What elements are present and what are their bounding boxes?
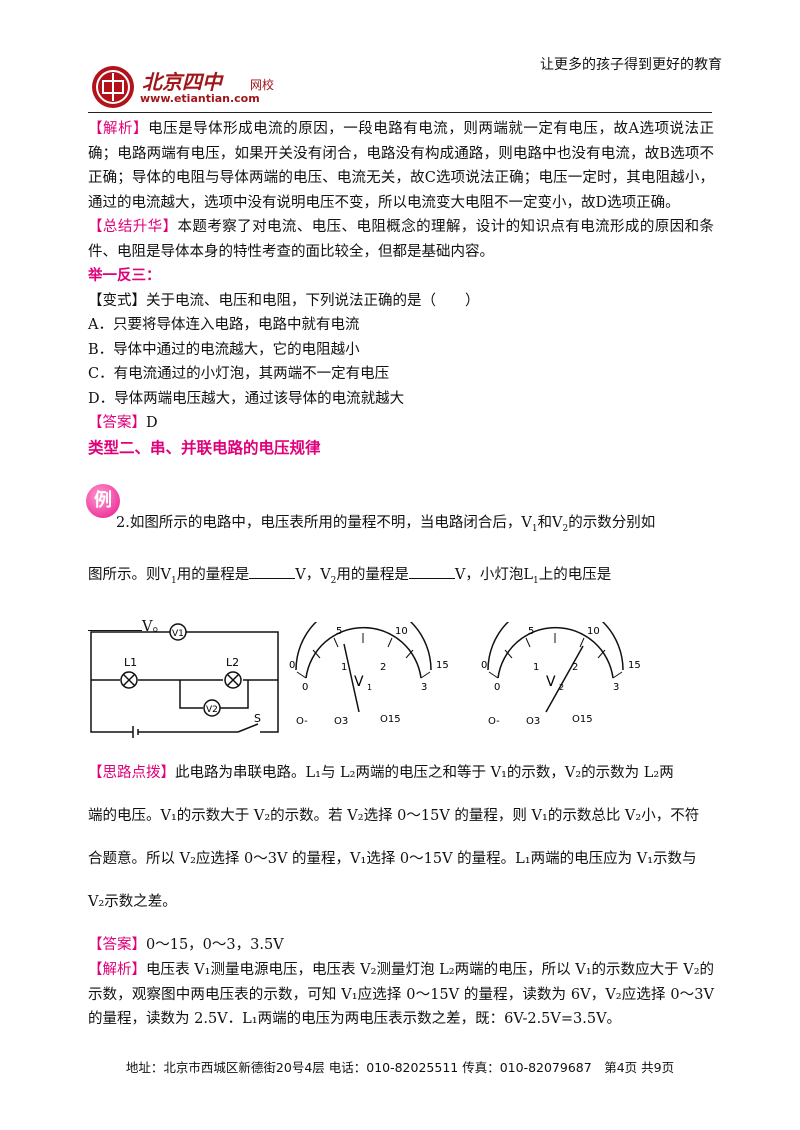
switch-label: S xyxy=(254,712,261,725)
svg-text:0: 0 xyxy=(494,682,500,693)
svg-text:5: 5 xyxy=(528,626,534,637)
problem-2: 2.如图所示的电路中，电压表所用的量程不明，当电路闭合后，V1和V2的示数分别如… xyxy=(88,500,714,650)
svg-text:1: 1 xyxy=(341,662,347,673)
svg-text:1: 1 xyxy=(367,683,372,692)
type2-heading: 类型二、串、并联电路的电压规律 xyxy=(88,438,321,457)
svg-text:3: 3 xyxy=(421,682,427,693)
v2-label: V2 xyxy=(206,705,218,715)
v1-label: V1 xyxy=(172,629,184,639)
svg-text:2: 2 xyxy=(572,662,578,673)
answer-line: 【答案】D xyxy=(88,411,714,436)
svg-text:10: 10 xyxy=(395,626,408,637)
answer-tag-2: 【答案】 xyxy=(88,937,146,953)
header-slogan: 让更多的孩子得到更好的教育 xyxy=(540,57,722,73)
summary-paragraph: 【总结升华】本题考察了对电流、电压、电阻概念的理解，设计的知识点有电流形成的原因… xyxy=(88,215,714,264)
section-silu: 【思路点拨】此电路为串联电路。L₁与 L₂两端的电压之和等于 V₁的示数，V₂的… xyxy=(88,752,714,967)
section-analysis-1: 【解析】电压是导体形成电流的原因，一段电路有电流，则两端就一定有电压，故A选项说… xyxy=(88,117,714,460)
svg-text:10: 10 xyxy=(587,626,600,637)
blank-1[interactable] xyxy=(249,564,296,579)
silu-line-1: 【思路点拨】此电路为串联电路。L₁与 L₂两端的电压之和等于 V₁的示数，V₂的… xyxy=(88,765,674,781)
jiexi2-text: 电压表 V₁测量电源电压，电压表 V₂测量灯泡 L₂两端的电压，所以 V₁的示数… xyxy=(88,962,715,1027)
page-footer: 地址：北京市西城区新德街20号4层 电话：010-82025511 传真：010… xyxy=(125,1060,675,1075)
silu-line-4: V₂示数之差。 xyxy=(88,894,177,910)
circuit-figure: V1 V2 L1 L2 S 0 5 10 15 0 1 2 3 V 1 O- O… xyxy=(90,622,641,738)
svg-text:O3: O3 xyxy=(334,716,348,727)
jiexi2-paragraph: 【解析】电压表 V₁测量电源电压，电压表 V₂测量灯泡 L₂两端的电压，所以 V… xyxy=(88,958,714,1032)
svg-text:15: 15 xyxy=(436,660,449,671)
svg-text:V: V xyxy=(546,674,556,690)
answer-value-2: 0～15，0～3，3.5V xyxy=(146,937,284,953)
logo-url: www.etiantian.com xyxy=(140,92,260,105)
svg-text:0: 0 xyxy=(289,660,295,671)
svg-text:O-: O- xyxy=(296,716,308,727)
juyi-heading: 举一反三： xyxy=(88,268,161,284)
l1-label: L1 xyxy=(124,656,137,669)
section-jiexi-2: 【解析】电压表 V₁测量电源电压，电压表 V₂测量灯泡 L₂两端的电压，所以 V… xyxy=(88,958,714,1032)
header-divider xyxy=(88,112,712,113)
jiexi2-tag: 【解析】 xyxy=(88,962,147,978)
answer-value: D xyxy=(146,415,158,431)
option-b: B．导体中通过的电流越大，它的电阻越小 xyxy=(88,341,360,358)
svg-text:3: 3 xyxy=(613,682,619,693)
l2-label: L2 xyxy=(226,656,239,669)
silu-line-3: 合题意。所以 V₂应选择 0～3V 的量程，V₁选择 0～15V 的量程。L₁两… xyxy=(88,851,697,867)
jiexi-text: 电压是导体形成电流的原因，一段电路有电流，则两端就一定有电压，故A选项说法正确；… xyxy=(88,121,715,211)
silu-tag: 【思路点拨】 xyxy=(88,765,175,781)
svg-text:15: 15 xyxy=(628,660,641,671)
variant-question: 【变式】关于电流、电压和电阻，下列说法正确的是（ ） xyxy=(88,292,480,309)
svg-text:O-: O- xyxy=(488,716,500,727)
svg-text:O15: O15 xyxy=(380,714,401,725)
answer-tag: 【答案】 xyxy=(88,415,146,431)
blank-2[interactable] xyxy=(408,564,455,579)
summary-tag: 【总结升华】 xyxy=(88,219,178,235)
blank-3[interactable] xyxy=(88,616,142,631)
svg-text:O15: O15 xyxy=(572,714,593,725)
problem-line-3: V。 xyxy=(88,604,714,650)
circuit-diagram xyxy=(90,623,279,738)
meter-v2: 0 5 10 15 0 1 2 3 V 2 O- O3 O15 xyxy=(481,622,641,727)
meter-v1: 0 5 10 15 0 1 2 3 V 1 O- O3 O15 xyxy=(289,622,449,727)
svg-text:1: 1 xyxy=(533,662,539,673)
example-badge: 例 xyxy=(86,484,120,518)
logo-emblem-icon xyxy=(92,66,134,108)
summary-text: 本题考察了对电流、电压、电阻概念的理解，设计的知识点有电流形成的原因和条件、电阻… xyxy=(88,219,715,260)
option-d: D．导体两端电压越大，通过该导体的电流就越大 xyxy=(88,390,405,407)
logo-title: 北京四中 xyxy=(142,70,222,94)
svg-text:5: 5 xyxy=(336,626,342,637)
svg-text:2: 2 xyxy=(380,662,386,673)
answer-line-2: 【答案】0～15，0～3，3.5V xyxy=(88,924,714,967)
problem-line-1: 2.如图所示的电路中，电压表所用的量程不明，当电路闭合后，V1和V2的示数分别如 xyxy=(116,515,656,534)
svg-text:0: 0 xyxy=(302,682,308,693)
jiexi-paragraph: 【解析】电压是导体形成电流的原因，一段电路有电流，则两端就一定有电压，故A选项说… xyxy=(88,117,714,215)
logo-subtitle: 网校 xyxy=(250,78,275,92)
svg-text:2: 2 xyxy=(559,683,564,692)
option-c: C．有电流通过的小灯泡，其两端不一定有电压 xyxy=(88,366,390,382)
option-a: A．只要将导体连入电路，电路中就有电流 xyxy=(88,317,360,333)
svg-text:O3: O3 xyxy=(526,716,540,727)
silu-line-2: 端的电压。V₁的示数大于 V₂的示数。若 V₂选择 0～15V 的量程，则 V₁… xyxy=(88,808,700,824)
svg-text:0: 0 xyxy=(481,660,487,671)
svg-text:V: V xyxy=(354,674,364,690)
logo: 北京四中 网校 www.etiantian.com xyxy=(90,64,280,110)
jiexi-tag: 【解析】 xyxy=(88,121,149,137)
